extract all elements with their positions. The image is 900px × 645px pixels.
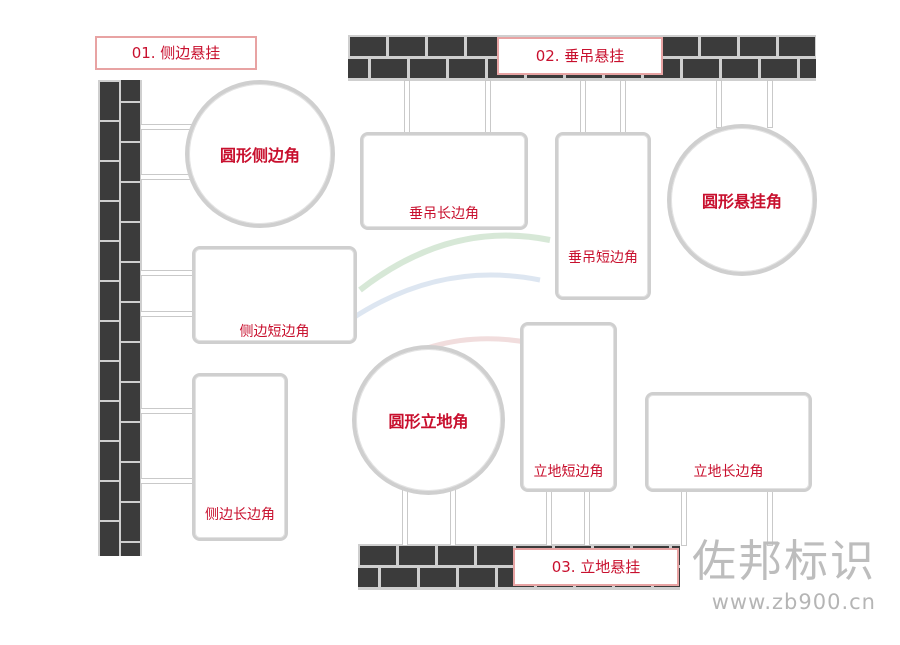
brick bbox=[100, 442, 119, 480]
brick bbox=[438, 546, 474, 565]
brick bbox=[410, 59, 446, 78]
brick bbox=[121, 223, 140, 261]
brick bbox=[360, 546, 396, 565]
brick bbox=[371, 59, 407, 78]
stand-rod bbox=[584, 490, 590, 546]
brick bbox=[121, 143, 140, 181]
brick bbox=[683, 59, 719, 78]
brick bbox=[121, 303, 140, 341]
sign-label: 侧边长边角 bbox=[205, 507, 275, 523]
brick bbox=[100, 242, 119, 280]
brick bbox=[121, 503, 140, 541]
sign-label: 圆形侧边角 bbox=[219, 146, 300, 165]
brick bbox=[428, 37, 464, 56]
brick bbox=[100, 282, 119, 320]
sign-label: 圆形悬挂角 bbox=[701, 192, 782, 211]
brick bbox=[722, 59, 758, 78]
brick bbox=[100, 162, 119, 200]
brick bbox=[761, 59, 797, 78]
brick bbox=[477, 546, 513, 565]
hang-rod bbox=[580, 80, 586, 134]
brick bbox=[449, 59, 485, 78]
sign-round-side: 圆形侧边角 bbox=[185, 80, 335, 228]
side-rod bbox=[140, 408, 195, 414]
brick bbox=[121, 80, 140, 101]
brick bbox=[779, 37, 815, 56]
left-brick-wall bbox=[98, 80, 142, 556]
sign-round-hang: 圆形悬挂角 bbox=[667, 124, 817, 276]
sign-stand-long: 立地长边角 bbox=[645, 392, 812, 492]
brick bbox=[100, 322, 119, 360]
hang-rod bbox=[485, 80, 491, 134]
brick bbox=[121, 183, 140, 221]
brick bbox=[350, 37, 386, 56]
stand-rod bbox=[450, 488, 456, 546]
brick bbox=[121, 343, 140, 381]
section-label-bottom: 03. 立地悬挂 bbox=[513, 548, 679, 586]
brick bbox=[800, 59, 816, 78]
brick bbox=[701, 37, 737, 56]
sign-label: 立地长边角 bbox=[693, 464, 764, 480]
hang-rod bbox=[767, 80, 773, 128]
url-watermark: www.zb900.cn bbox=[711, 590, 876, 614]
stand-rod bbox=[546, 490, 552, 546]
sign-label: 侧边短边角 bbox=[239, 324, 310, 340]
sign-side-long: 侧边长边角 bbox=[192, 373, 288, 541]
brick bbox=[740, 37, 776, 56]
section-label-top: 02. 垂吊悬挂 bbox=[497, 37, 663, 75]
brick bbox=[100, 202, 119, 240]
side-rod bbox=[140, 478, 195, 484]
brick bbox=[459, 568, 495, 587]
brick bbox=[100, 482, 119, 520]
brick bbox=[100, 362, 119, 400]
brick bbox=[121, 263, 140, 301]
section-label-side: 01. 侧边悬挂 bbox=[95, 36, 257, 70]
brick bbox=[662, 37, 698, 56]
brick bbox=[389, 37, 425, 56]
sign-hang-long: 垂吊长边角 bbox=[360, 132, 528, 230]
side-rod bbox=[140, 270, 195, 276]
sign-round-stand: 圆形立地角 bbox=[352, 345, 505, 495]
brick bbox=[100, 402, 119, 440]
brick bbox=[420, 568, 456, 587]
sign-label: 垂吊短边角 bbox=[568, 250, 638, 266]
brick bbox=[121, 463, 140, 501]
side-rod bbox=[140, 174, 192, 180]
brick bbox=[100, 82, 119, 120]
brick bbox=[467, 37, 503, 56]
brick bbox=[100, 522, 119, 556]
sign-label: 立地短边角 bbox=[533, 464, 604, 480]
brick bbox=[381, 568, 417, 587]
side-rod bbox=[140, 311, 195, 317]
stand-rod bbox=[681, 490, 687, 546]
sign-label: 垂吊长边角 bbox=[409, 206, 479, 222]
hang-rod bbox=[404, 80, 410, 134]
brand-watermark: 佐邦标识 bbox=[692, 536, 876, 587]
side-rod bbox=[140, 124, 192, 130]
hang-rod bbox=[716, 80, 722, 128]
brick bbox=[121, 423, 140, 461]
brick bbox=[348, 59, 368, 78]
hang-rod bbox=[620, 80, 626, 134]
sign-side-short: 侧边短边角 bbox=[192, 246, 357, 344]
sign-stand-short: 立地短边角 bbox=[520, 322, 617, 492]
brick bbox=[121, 383, 140, 421]
brick bbox=[399, 546, 435, 565]
brick bbox=[121, 543, 140, 556]
brick bbox=[121, 103, 140, 141]
sign-label: 圆形立地角 bbox=[388, 412, 469, 431]
brick bbox=[358, 568, 378, 587]
sign-hang-short: 垂吊短边角 bbox=[555, 132, 651, 300]
brick bbox=[100, 122, 119, 160]
stand-rod bbox=[402, 488, 408, 546]
